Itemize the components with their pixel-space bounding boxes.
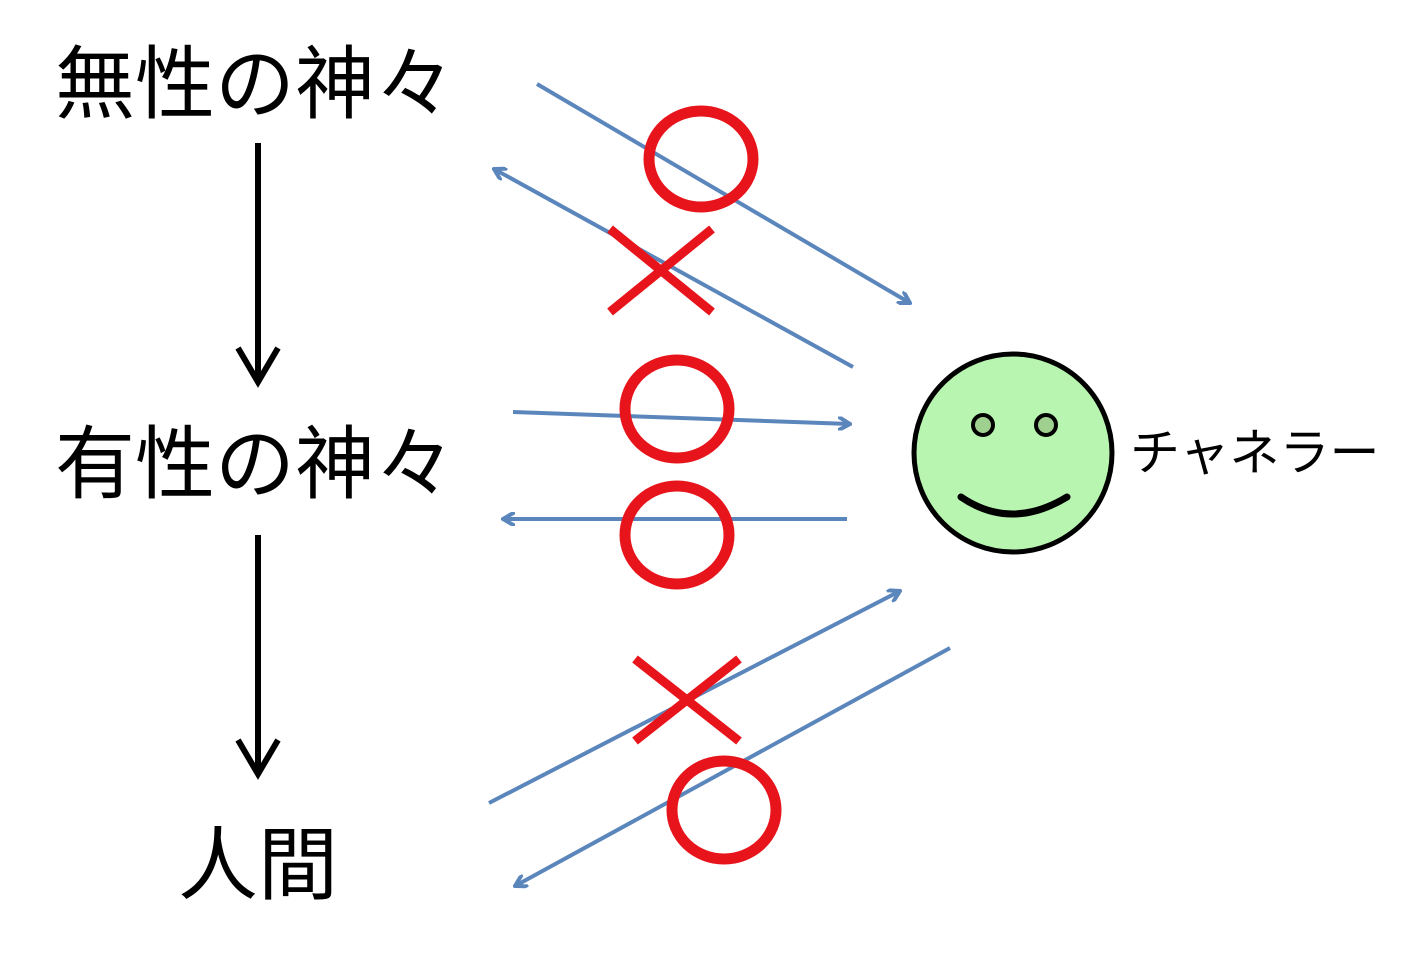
circle-mark-icon xyxy=(619,354,735,464)
humans-label: 人間 xyxy=(178,819,338,912)
circle-mark-icon xyxy=(666,755,782,865)
asexual-gods-label: 無性の神々 xyxy=(55,38,455,131)
channeler-label: チャネラー xyxy=(1130,424,1380,482)
circle-mark-icon xyxy=(643,105,759,213)
hierarchy-arrow-gods-to-sexual-gods xyxy=(235,143,281,388)
channel-arrow-sexual-gods-to-channeler xyxy=(512,410,850,424)
channel-arrow-channeler-to-asexual-gods xyxy=(494,169,854,369)
cross-mark-icon xyxy=(607,225,715,316)
smiley-face-icon xyxy=(911,351,1115,555)
hierarchy-arrow-sexual-gods-to-humans xyxy=(235,535,281,780)
circle-mark-icon xyxy=(619,480,735,590)
channel-arrow-asexual-gods-to-channeler xyxy=(535,82,910,303)
cross-mark-icon xyxy=(632,655,742,745)
sexual-gods-label: 有性の神々 xyxy=(55,418,455,511)
